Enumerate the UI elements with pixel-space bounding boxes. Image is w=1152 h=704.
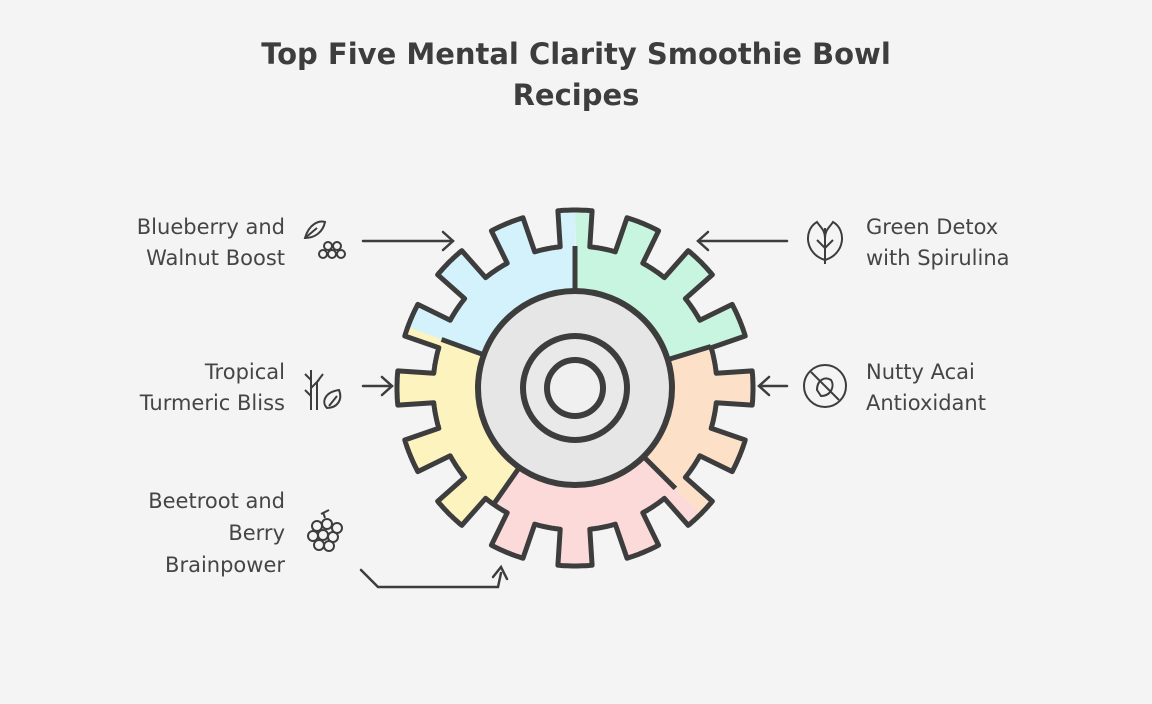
segment-divider [491,466,522,506]
segment-divider [440,337,485,358]
arrow-green-head [696,230,710,252]
label-line: Turmeric Bliss [139,391,285,415]
gear-axle-hole [544,357,606,419]
berries-leaf-icon [303,220,346,259]
spinach-leaf-icon [807,220,843,264]
label-line: with Spirulina [866,246,1010,270]
label-line: Beetroot and [148,489,285,513]
label-green-detox: Green Detox with Spirulina [866,212,1010,274]
arrow-blueberry-head [441,230,455,252]
segment-divider [667,344,712,363]
label-beetroot-berry: Beetroot and Berry Brainpower [148,485,285,581]
title-line-1: Top Five Mental Clarity Smoothie Bowl [261,37,891,71]
label-line: Antioxidant [866,391,986,415]
diagram-title: Top Five Mental Clarity Smoothie Bowl Re… [0,34,1152,116]
gear-segment [643,336,753,514]
label-line: Brainpower [165,553,285,577]
label-line: Blueberry and [136,215,285,239]
label-line: Tropical [204,360,285,384]
label-nutty-acai: Nutty Acai Antioxidant [866,357,986,419]
gear-outline [394,207,756,569]
segment-divider [641,454,678,491]
label-line: Berry [228,521,285,545]
arrow-tropical-head [380,375,394,397]
label-tropical-turmeric: Tropical Turmeric Bliss [140,357,285,419]
turmeric-plant-icon [304,370,342,410]
arrow-nutty-head [757,375,771,397]
gear-segment [407,210,575,355]
title-line-2: Recipes [512,78,640,112]
label-blueberry-walnut: Blueberry and Walnut Boost [137,212,285,274]
label-line: Nutty Acai [866,360,975,384]
gear-segment [491,456,701,566]
label-line: Walnut Boost [146,246,285,270]
raspberry-icon [307,509,343,552]
label-line: Green Detox [866,215,999,239]
arrow-beetroot [359,568,503,589]
no-nut-icon [803,364,847,408]
arrow-beetroot-head [491,564,509,581]
gear-segment [397,327,518,526]
